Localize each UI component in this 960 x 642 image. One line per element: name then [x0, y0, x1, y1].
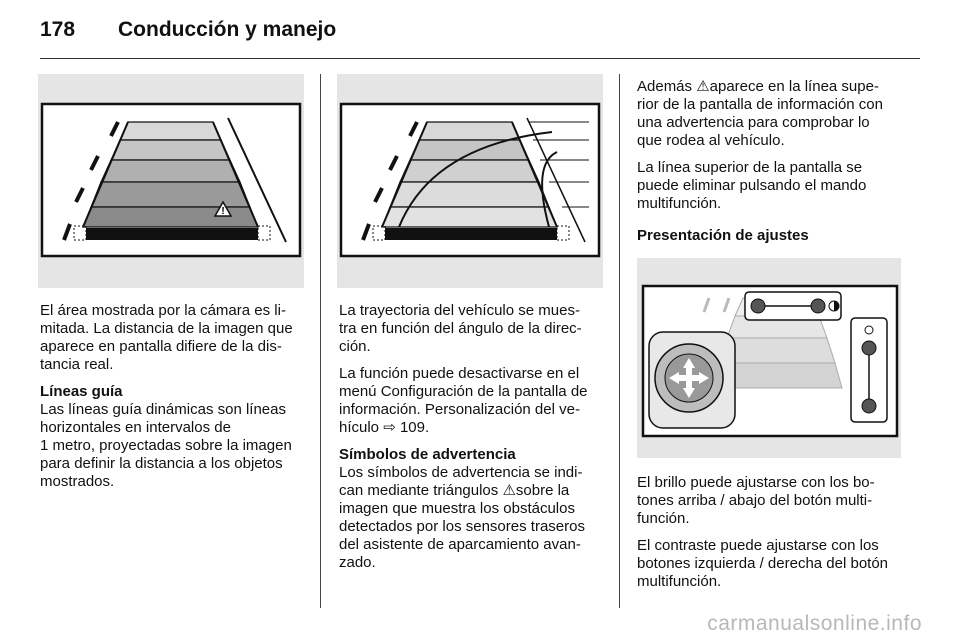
page-header: 178 Conducción y manejo [40, 18, 336, 42]
guide-lines-paragraph: Las líneas guía dinámicas son líneas hor… [40, 401, 292, 490]
top-line-paragraph: La línea superior de la pantalla se pued… [637, 159, 867, 212]
brightness-paragraph: El brillo puede ajustarse con los bo- to… [637, 474, 875, 527]
vehicle-trajectory-figure [337, 74, 603, 288]
watermark: carmanualsonline.info [707, 612, 922, 635]
warning-symbols-paragraph: Los símbolos de advertencia se indi- can… [339, 464, 585, 571]
contrast-paragraph: El contraste puede ajustarse con los bot… [637, 537, 889, 590]
guide-lines-heading: Líneas guía [40, 383, 123, 400]
header-rule [40, 58, 920, 59]
page-title: Conducción y manejo [118, 18, 337, 41]
page-reference-icon: ⇨ [383, 419, 396, 436]
page-reference-link[interactable]: 109. [399, 419, 430, 436]
warning-symbols-heading: Símbolos de advertencia [339, 446, 516, 463]
column-3-text-top: Además ⚠aparece en la línea supe- rior d… [637, 78, 911, 245]
additional-warning-paragraph: Además ⚠aparece en la línea supe- rior d… [637, 78, 883, 149]
column-1-text: El área mostrada por la cámara es li- mi… [40, 302, 310, 500]
column-2-text: La trayectoria del vehículo se mues- tra… [339, 302, 611, 581]
camera-area-paragraph: El área mostrada por la cámara es li- mi… [40, 302, 293, 373]
warning-triangle-icon: ⚠ [502, 482, 516, 499]
column-divider-1 [320, 74, 321, 608]
camera-guide-lines-figure: ! [38, 74, 304, 288]
deactivate-paragraph: La función puede desactivarse en el menú… [339, 365, 588, 436]
page-number: 178 [40, 18, 76, 41]
column-3-text-bottom: El brillo puede ajustarse con los bo- to… [637, 474, 911, 600]
trajectory-paragraph: La trayectoria del vehículo se mues- tra… [339, 302, 582, 355]
settings-display-figure [637, 258, 901, 458]
svg-text:!: ! [221, 206, 224, 217]
settings-heading: Presentación de ajustes [637, 227, 809, 244]
column-divider-2 [619, 74, 620, 608]
warning-triangle-icon: ⚠ [696, 78, 710, 95]
